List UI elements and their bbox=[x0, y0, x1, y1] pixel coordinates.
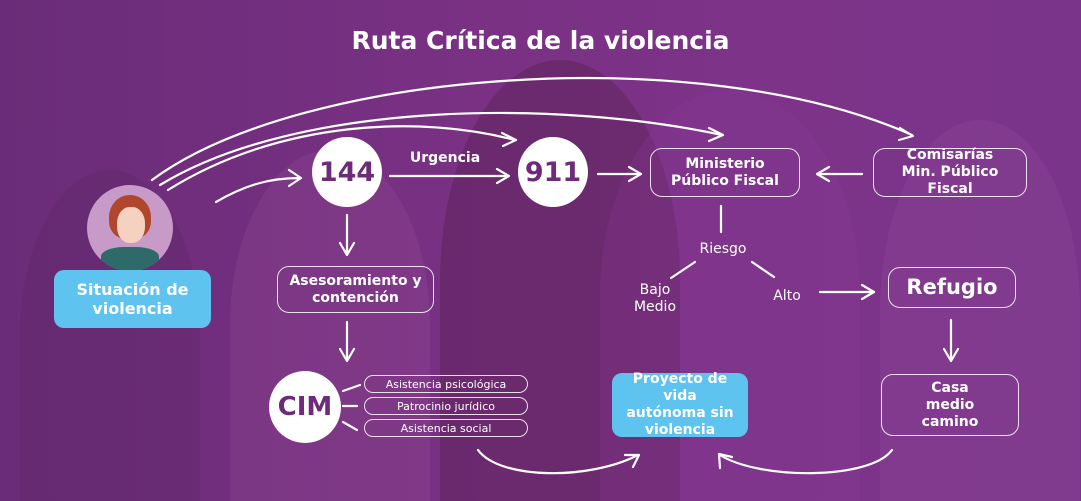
casa-medio-camino-box: Casa medio camino bbox=[881, 374, 1019, 436]
arrow-alto-to-refugio bbox=[818, 283, 876, 301]
service-asistencia-social: Asistencia social bbox=[364, 419, 528, 437]
arrow-casa-to-proyecto bbox=[717, 448, 894, 475]
background-figure bbox=[880, 120, 1080, 501]
arrow-911-to-ministerio bbox=[596, 165, 643, 183]
comisarias-box: Comisarías Min. Público Fiscal bbox=[873, 147, 1027, 197]
riesgo-label: Riesgo bbox=[699, 240, 747, 257]
arrow-refugio-to-casa bbox=[942, 318, 960, 363]
lines-cim-to-services bbox=[341, 383, 362, 432]
avatar-face bbox=[117, 207, 145, 243]
arrow-situacion-to-comisarias bbox=[150, 76, 915, 182]
page-title: Ruta Crítica de la violencia bbox=[351, 25, 730, 55]
arrow-comisarias-to-ministerio bbox=[815, 165, 864, 183]
avatar bbox=[87, 185, 173, 271]
urgencia-label: Urgencia bbox=[409, 149, 481, 166]
ministerio-publico-fiscal-box: Ministerio Público Fiscal bbox=[650, 148, 800, 197]
asesoramiento-box: Asesoramiento y contención bbox=[277, 266, 434, 313]
arrow-144-to-asesoramiento bbox=[338, 213, 356, 257]
arrow-situacion-to-911 bbox=[166, 125, 518, 192]
node-144: 144 bbox=[312, 137, 382, 207]
background-figure bbox=[230, 150, 430, 501]
bajo-medio-label: Bajo Medio bbox=[633, 282, 677, 315]
situacion-de-violencia-box: Situación de violencia bbox=[54, 270, 211, 328]
arrow-situacion-to-ministerio bbox=[158, 111, 725, 187]
line-riesgo-to-alto bbox=[750, 260, 776, 279]
node-cim: CIM bbox=[269, 371, 341, 443]
alto-label: Alto bbox=[773, 287, 801, 304]
avatar-body bbox=[101, 247, 159, 271]
arrow-cim-to-proyecto bbox=[476, 448, 641, 475]
line-riesgo-to-bajo bbox=[669, 260, 697, 280]
node-911: 911 bbox=[518, 137, 588, 207]
service-asistencia-psicologica: Asistencia psicológica bbox=[364, 375, 528, 393]
proyecto-de-vida-box: Proyecto de vida autónoma sin violencia bbox=[612, 371, 748, 438]
arrow-situacion-to-144 bbox=[214, 168, 303, 204]
arrow-asesoramiento-to-cim bbox=[338, 320, 356, 363]
refugio-box: Refugio bbox=[888, 267, 1016, 308]
arrow-144-to-911 bbox=[388, 167, 511, 185]
service-patrocinio-juridico: Patrocinio jurídico bbox=[364, 397, 528, 415]
